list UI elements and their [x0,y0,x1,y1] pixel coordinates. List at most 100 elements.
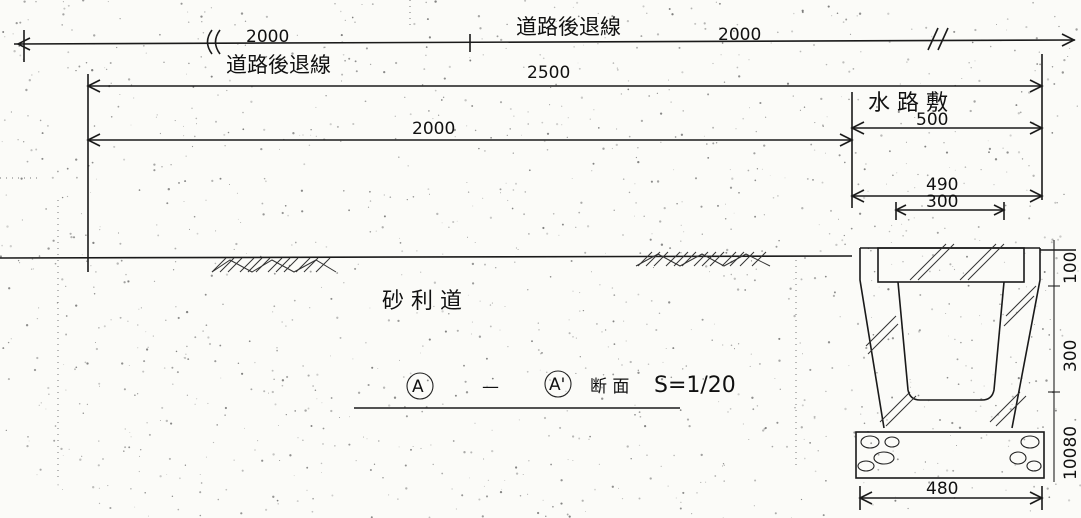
noise-speck [756,168,759,170]
noise-speck [584,251,587,254]
noise-speck [320,286,323,288]
noise-speck [948,335,949,337]
noise-speck [81,455,83,457]
noise-speck [779,388,781,390]
noise-speck [250,388,253,391]
noise-speck [840,96,842,98]
noise-speck [277,503,279,505]
noise-speck [466,182,468,183]
noise-speck [1054,15,1056,18]
noise-speck [715,1,718,3]
noise-speck [38,404,40,406]
noise-speck [195,123,198,125]
noise-speck [700,481,702,483]
noise-speck [500,192,502,194]
noise-speck [48,393,50,395]
noise-speck [1063,193,1065,196]
noise-speck [123,158,126,161]
noise-speck [640,119,644,123]
noise-speck [93,293,96,295]
noise-speck [910,381,912,383]
noise-speck [611,147,614,150]
noise-speck [1021,158,1024,160]
noise-speck [625,340,627,342]
noise-speck [174,261,177,263]
noise-speck [388,494,390,496]
noise-speck [172,269,175,271]
noise-speck [405,415,408,418]
noise-speck [505,182,507,184]
noise-speck [195,117,198,120]
noise-speck [338,416,341,419]
noise-speck [178,181,180,184]
noise-speck [737,393,740,396]
noise-speck [474,242,476,244]
noise-speck [116,46,118,49]
noise-speck [731,177,734,180]
noise-speck [217,94,219,96]
noise-speck [527,111,529,113]
noise-speck [909,378,911,380]
noise-speck [85,62,88,64]
noise-speck [555,122,559,126]
noise-speck [377,367,379,369]
noise-speck [867,190,869,192]
noise-speck [504,306,506,308]
noise-speck [552,505,554,508]
noise-speck [443,77,446,80]
noise-speck [1051,238,1054,241]
noise-speck [723,81,726,83]
noise-speck [159,132,162,135]
noise-speck [61,24,64,26]
noise-speck [133,97,135,99]
noise-speck [906,61,908,63]
noise-speck [293,475,295,477]
noise-speck [703,22,706,25]
noise-speck [314,389,317,391]
noise-speck [389,196,392,198]
noise-speck [656,92,659,94]
noise-speck [127,78,131,81]
noise-speck [993,184,995,186]
noise-speck [208,342,212,346]
noise-speck [306,489,308,492]
noise-speck [121,362,124,365]
noise-speck [99,226,101,228]
noise-speck [778,239,780,242]
noise-speck [527,493,529,495]
noise-speck [1011,403,1013,405]
noise-speck [285,414,287,416]
noise-speck [985,434,988,436]
noise-speck [4,36,6,38]
noise-speck [548,378,552,382]
noise-speck [789,287,792,290]
noise-speck [716,204,720,207]
noise-speck [330,297,333,300]
noise-speck [109,506,112,510]
noise-speck [65,333,68,336]
noise-speck [500,38,503,42]
noise-speck [78,65,81,68]
noise-speck [98,382,101,385]
noise-speck [871,280,873,282]
noise-speck [177,316,180,320]
noise-speck [312,497,314,500]
noise-speck [301,210,304,213]
noise-speck [801,404,804,407]
noise-speck [84,361,87,364]
noise-speck [161,406,164,409]
noise-speck [401,274,403,276]
noise-speck [128,365,130,366]
noise-speck [791,30,794,33]
noise-speck [499,188,502,191]
dim-setback-width: 2500 [527,63,570,83]
noise-speck [733,212,735,214]
noise-speck [463,451,466,454]
noise-speck [33,368,37,372]
noise-speck [236,192,238,194]
noise-speck [307,407,310,410]
noise-speck [887,12,890,15]
noise-speck [302,134,304,136]
noise-speck [546,232,549,235]
noise-speck [830,209,832,212]
